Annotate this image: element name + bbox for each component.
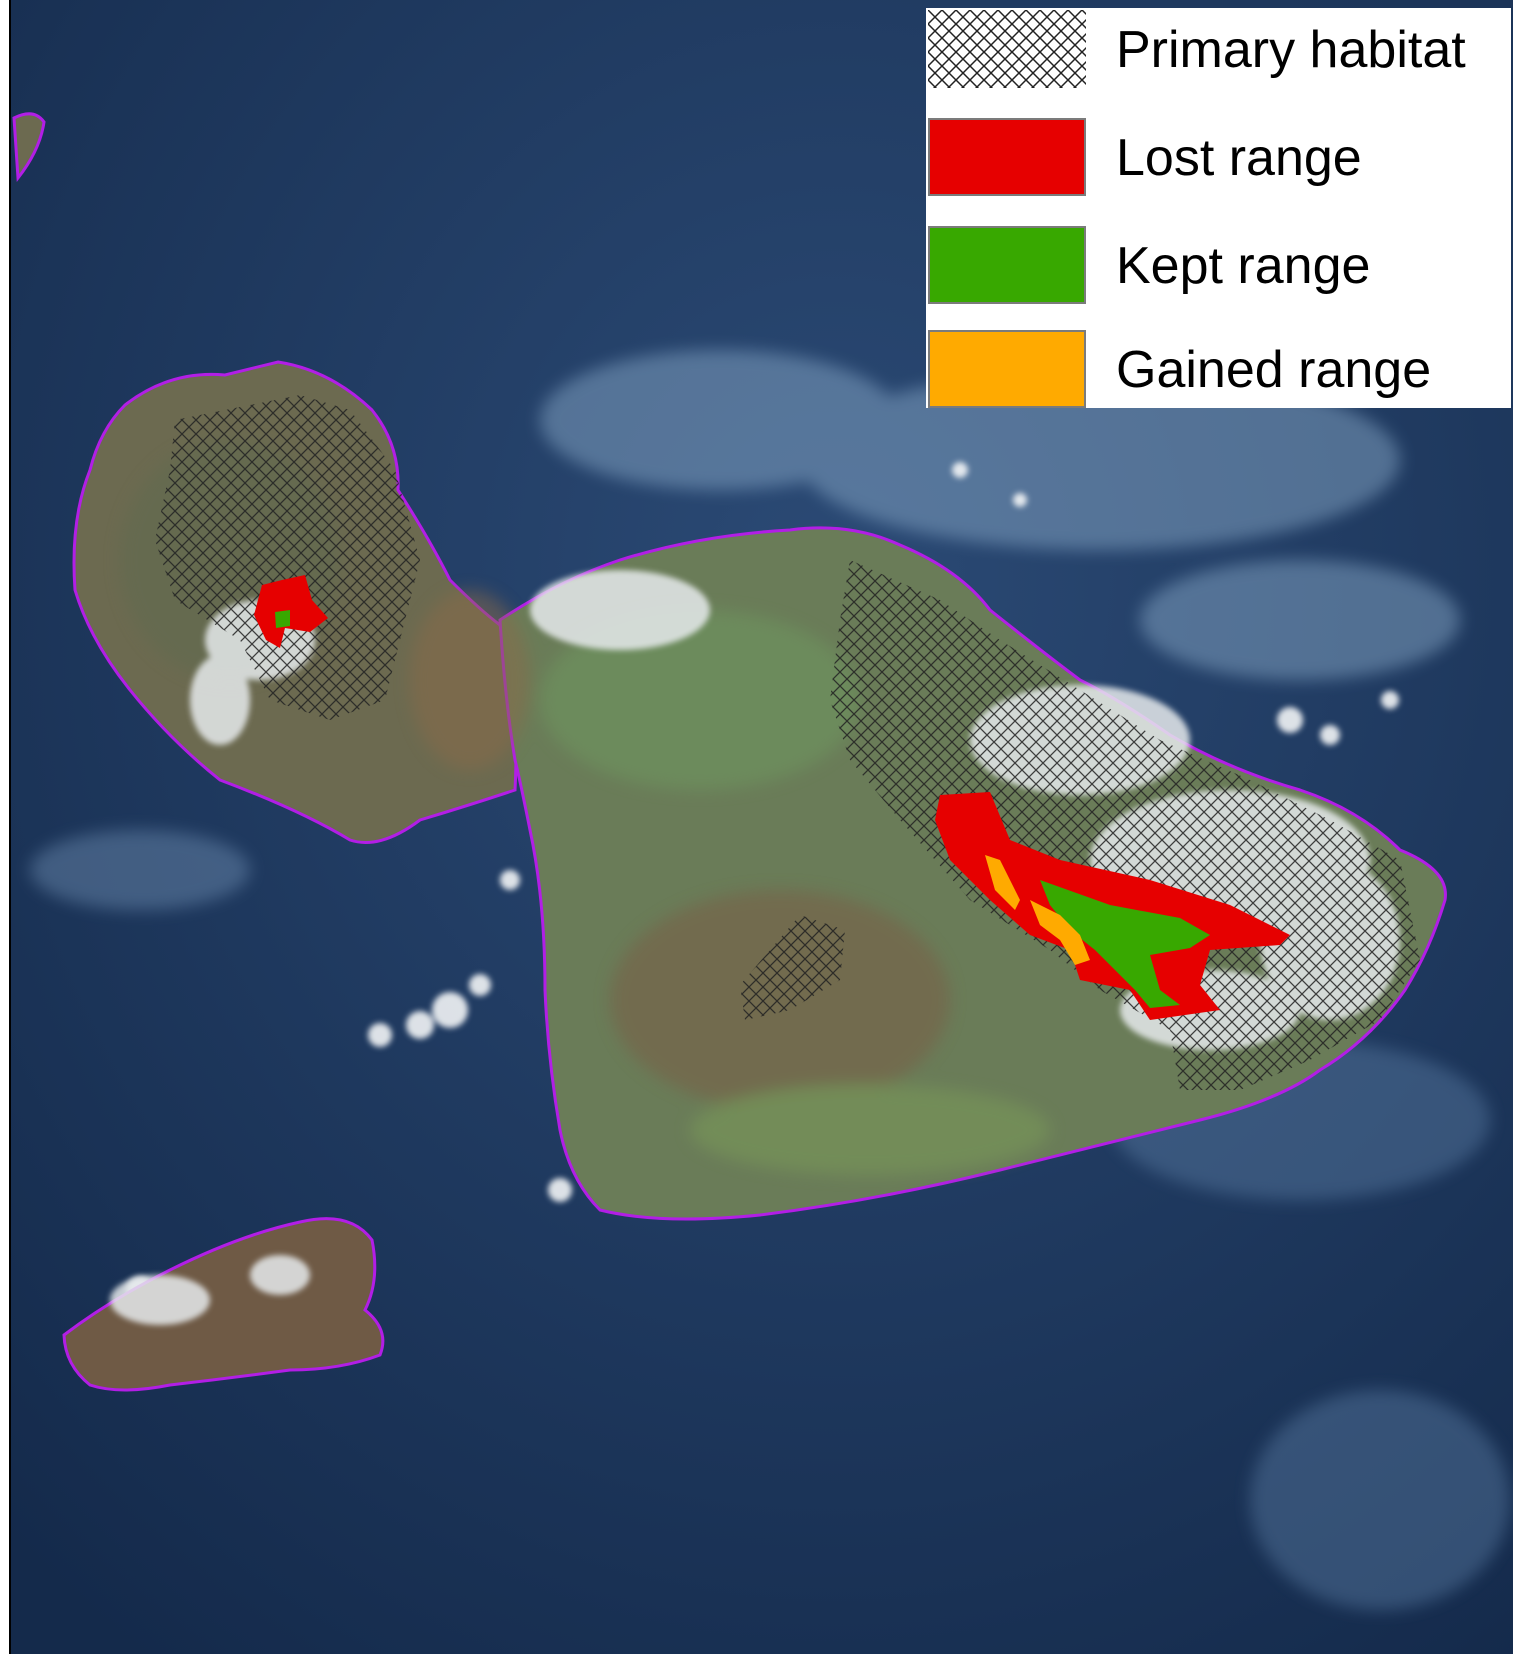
gained-range-areas [985, 855, 1090, 965]
ocean-clouds [30, 350, 1510, 1610]
kept-range-east [1040, 880, 1210, 1008]
map-legend: Primary habitat Lost range Kept range Ga… [926, 8, 1511, 408]
kept-range-west [275, 610, 290, 628]
legend-item-gained-range: Gained range [926, 330, 1511, 410]
lost-range-west [254, 575, 328, 648]
islet-northwest [12, 112, 46, 183]
legend-label-primary-habitat: Primary habitat [1116, 21, 1466, 79]
legend-item-lost-range: Lost range [926, 118, 1511, 198]
legend-item-primary-habitat: Primary habitat [926, 10, 1511, 90]
habitat-west-maui [155, 395, 420, 720]
legend-item-kept-range: Kept range [926, 226, 1511, 306]
legend-label-gained-range: Gained range [1116, 341, 1432, 399]
gained-range-east [985, 855, 1090, 965]
legend-swatch-kept-range [928, 226, 1086, 304]
habitat-east-maui-north [830, 560, 1420, 1090]
habitat-east-maui-south [740, 915, 845, 1020]
island-kahoolawe [62, 1217, 385, 1392]
ocean-cumulus [126, 462, 1399, 1304]
map-left-border [0, 0, 10, 1654]
legend-swatch-gained-range [928, 330, 1086, 408]
legend-label-lost-range: Lost range [1116, 129, 1362, 187]
legend-swatch-primary-habitat [928, 10, 1086, 88]
kept-range-areas [275, 610, 1210, 1008]
legend-swatch-lost-range [928, 118, 1086, 196]
primary-habitat-areas [155, 395, 1420, 1090]
legend-label-kept-range: Kept range [1116, 237, 1371, 295]
